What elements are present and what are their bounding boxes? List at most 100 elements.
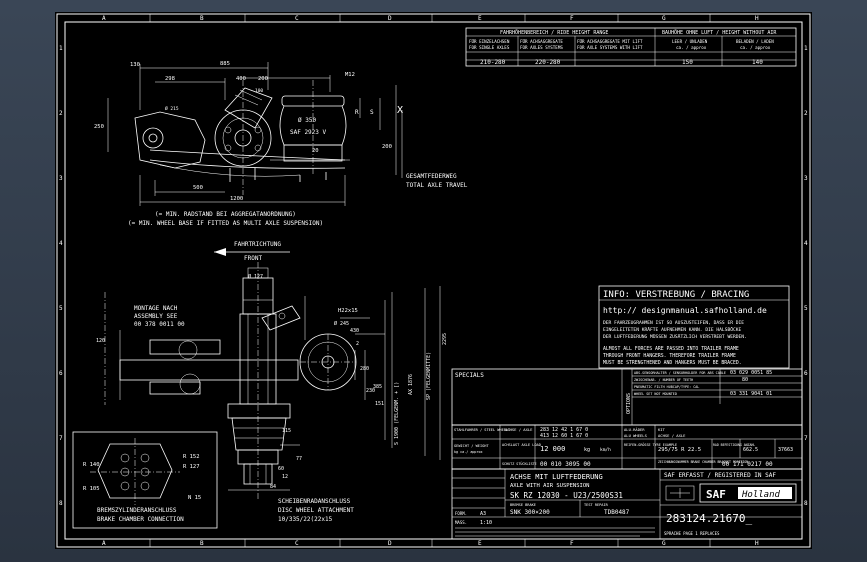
dim-n15: N 15 — [188, 495, 201, 501]
table-header: LEER / UNLADEN — [672, 39, 708, 44]
axle-travel-en: TOTAL AXLE TRAVEL — [406, 182, 468, 189]
col-label: C — [295, 15, 299, 22]
table-label: ZEICHNUNGSNUMMER BRAKE CHAMBER BRACKET P… — [658, 460, 748, 464]
dim-120: 120 — [96, 338, 105, 344]
dim-230: 230 — [366, 388, 375, 394]
product-name-de: ACHSE MIT LUFTFEDERUNG — [510, 473, 603, 481]
wheelbase-note-en: (= MIN. WHEEL BASE IF FITTED AS MULTI AX… — [128, 220, 323, 227]
outer-frame — [56, 13, 811, 548]
col-label: B — [200, 15, 204, 22]
drawing-id: 283124.21670_ — [666, 512, 752, 525]
assembly-note: MONTAGE NACH — [134, 305, 178, 312]
options-label: OPTIONS — [626, 393, 632, 414]
table-header: FÜR ACHSAGGREGATE — [520, 39, 563, 44]
dim-200: 200 — [382, 144, 392, 150]
table-header: FÜR ACHSAGGREGATE MIT LIFT — [577, 39, 643, 44]
col-label: H — [755, 540, 759, 547]
logo-saf: SAF — [706, 488, 726, 501]
info-text: DER FAHRZEUGRAHMEN IST SO AUSZUSTEIFEN, … — [603, 320, 744, 326]
ride-height-table: FAHRHÖHENBEREICH / RIDE HEIGHT RANGE BAU… — [465, 27, 797, 67]
dim-115: 115 — [282, 428, 291, 434]
col-label: E — [478, 540, 482, 547]
speed-unit: km/h — [600, 447, 611, 453]
dim-200a: 200 — [258, 76, 268, 82]
dim-100: 100 — [255, 88, 263, 94]
model-designation: SK RZ 12030 - U23/2500S31 — [510, 491, 623, 500]
col-label: A — [102, 540, 106, 547]
part-number: 283 12 42 1 67 0 — [540, 427, 588, 433]
dim-84: 84 — [270, 484, 276, 490]
table-label: ACHSLAST AXLE LOAD — [502, 443, 541, 447]
row-label: 8 — [804, 500, 808, 507]
dim-20: 20 — [312, 148, 319, 154]
dim-298: 298 — [165, 76, 175, 82]
table-cell: 662.5 — [743, 447, 758, 453]
col-label: G — [662, 540, 666, 547]
side-view: X 130 885 298 400 200 M12 Ø 215 100 Ø 35… — [94, 61, 468, 227]
option-item: ZWISCHENAB. / NUMBER OF TEETH — [634, 378, 693, 382]
table-label: kg ca./ approx — [454, 450, 483, 454]
table-label: FORM. — [455, 511, 467, 516]
direction-label-de: FAHRTRICHTUNG — [234, 241, 281, 248]
assembly-note: ASSEMBLY SEE — [134, 313, 178, 320]
dim-ax: AX 1876 — [408, 374, 414, 395]
drawing-number: 00 171 0217 00 — [722, 461, 773, 468]
table-header: ca. / approx — [740, 45, 771, 50]
info-text: MUST BE STRENGTHENED AND HANGERS MUST BE… — [603, 360, 742, 366]
table-label: SCHUTZ STÜCKLISTE — [502, 461, 537, 466]
dim-151: 151 — [375, 401, 384, 407]
saf-holland-logo: SAF Holland — [665, 483, 797, 503]
table-label: ACHSE / AXLE — [505, 427, 533, 432]
col-label: G — [662, 15, 666, 22]
option-item: ABS-SENSORHALTER / SENSORHOLDER FOR ABS … — [634, 371, 726, 375]
specials-block: SPECIALS OPTIONS ABS-SENSORHALTER / SENS… — [451, 368, 803, 426]
assembly-ref: 00 378 0011 00 — [134, 321, 185, 328]
col-label: H — [755, 15, 759, 22]
row-label: 7 — [804, 435, 808, 442]
table-label: KIT — [658, 427, 666, 432]
disc-attach-de: SCHEIBENRADANSCHLUSS — [278, 498, 351, 505]
dim-x: X — [397, 105, 403, 116]
table-label: ACHSE / AXLE — [658, 433, 686, 438]
table-header: FOR AXLE SYSTEMS WITH LIFT — [577, 45, 643, 50]
brake-size: SNK 300×200 — [510, 509, 550, 516]
tyre-size: 295/75 R 22.5 — [658, 447, 701, 453]
dim-430: 430 — [350, 328, 359, 334]
logo-mark-icon — [670, 488, 690, 498]
arrow-left-icon — [214, 248, 226, 256]
dim-127: Ø 127 — [248, 273, 263, 280]
dim-400: 400 — [236, 76, 246, 82]
dim-500: 500 — [193, 185, 203, 191]
registered-note: SAF ERFASST / REGISTERED IN SAF — [664, 472, 776, 479]
dim-r140: R 140 — [83, 462, 100, 468]
brake-box-title-de: BREMSZYLINDERANSCHLUSS — [97, 507, 177, 514]
table-header: FOR AXLES SYSTEMS — [520, 45, 563, 50]
table-header: FÜR EINZELACHSEN — [469, 39, 510, 44]
sheet-scale: 1:10 — [480, 520, 492, 526]
doc-number: 00 010 3095 00 — [540, 461, 591, 468]
row-label: 3 — [804, 175, 808, 182]
dim-r127: R 127 — [183, 464, 200, 470]
dim-h22: H22x15 — [338, 308, 358, 314]
option-value: 03 029 0051 85 — [730, 370, 772, 376]
table-label: RAD BEFESTIGUNG ANZAHL — [713, 443, 755, 447]
info-url[interactable]: http:// designmanual.safholland.de — [603, 306, 767, 315]
logo-holland: Holland — [741, 490, 781, 500]
dim-2295: 2295 — [442, 333, 448, 345]
dim-280: 280 — [360, 366, 369, 372]
dim-215: Ø 215 — [165, 105, 179, 112]
brake-box-title-en: BRAKE CHAMBER CONNECTION — [97, 516, 184, 523]
dim-350: Ø 350 — [298, 117, 316, 124]
dim-1200: 1200 — [230, 196, 243, 202]
dim-77: 77 — [296, 456, 302, 462]
part-number: 413 12 60 1 67 0 — [540, 433, 588, 439]
row-label: 7 — [59, 435, 63, 442]
disc-attach-spec: 10/335/22(22x15 — [278, 516, 333, 523]
wheelbase-note-de: (= MIN. RADSTAND BEI AGGREGATANORDNUNG) — [155, 211, 296, 218]
row-label: 2 — [59, 110, 63, 117]
option-value: 80 — [742, 377, 748, 383]
table-label: MASS. — [455, 520, 467, 525]
table-label: GEWICHT / WEIGHT — [454, 444, 489, 448]
dim-385: 385 — [373, 384, 382, 390]
